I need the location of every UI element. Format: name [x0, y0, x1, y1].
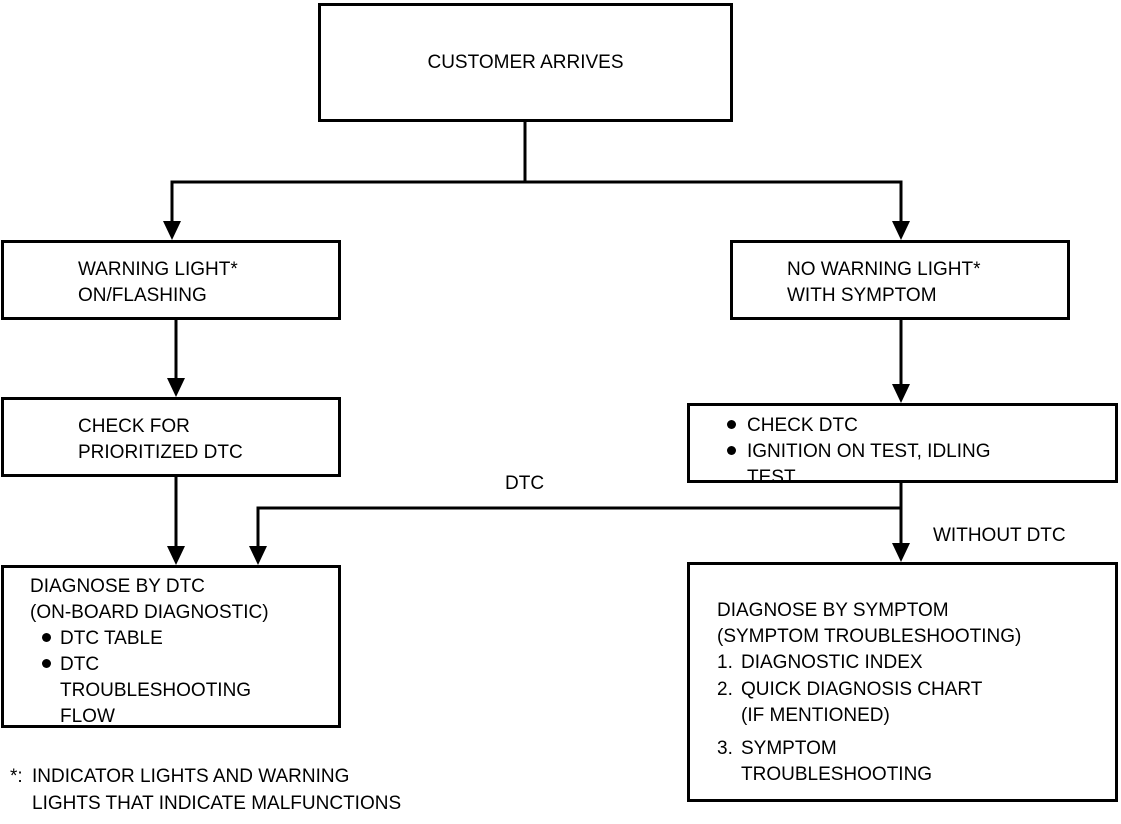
item-2-line1: QUICK DIAGNOSIS CHART [741, 679, 983, 700]
edge-check-to-diagnose-dtc-arrowhead [167, 546, 185, 565]
item-2-number: 2. [717, 679, 733, 700]
footnote-line1: INDICATOR LIGHTS AND WARNING [32, 766, 350, 787]
node-warning-light-line2: ON/FLASHING [78, 285, 207, 306]
edge-no-warning-to-checkdtc-arrowhead [892, 384, 910, 403]
check-dtc-bullet-2: IGNITION ON TEST, IDLING TEST [727, 439, 1109, 491]
footnote-line2: LIGHTS THAT INDICATE MALFUNCTIONS [32, 793, 402, 814]
node-check-prioritized-dtc-line2: PRIORITIZED DTC [78, 442, 243, 463]
node-check-prioritized-dtc-line1: CHECK FOR [78, 416, 190, 437]
diagnose-by-symptom-title-line1: DIAGNOSE BY SYMPTOM [717, 600, 949, 621]
node-check-dtc: CHECK DTC IGNITION ON TEST, IDLING TEST [687, 403, 1118, 488]
diagnose-by-dtc-title-line2: (ON-BOARD DIAGNOSTIC) [30, 602, 269, 623]
node-check-prioritized-dtc: CHECK FOR PRIORITIZED DTC [1, 397, 341, 477]
diagnose-by-symptom-title-line2: (SYMPTOM TROUBLESHOOTING) [717, 626, 1022, 647]
item-2-line2: (IF MENTIONED) [741, 705, 890, 726]
diagnose-by-dtc-title-line1: DIAGNOSE BY DTC [30, 576, 205, 597]
footnote-asterisk: *: [10, 766, 23, 787]
item-1-number: 1. [717, 652, 733, 673]
edge-label-without-dtc: WITHOUT DTC [933, 525, 1066, 546]
diagnose-by-dtc-bullet-1: DTC TABLE [42, 626, 332, 652]
diagnose-by-dtc-bullet-2-line2: TROUBLESHOOTING [60, 680, 252, 701]
edge-to-no-warning-light-arrowhead [892, 221, 910, 240]
node-customer-arrives-label: CUSTOMER ARRIVES [427, 51, 624, 73]
diagnose-by-dtc-bullet-1-line1: DTC TABLE [60, 628, 163, 649]
edge-dtc-branch-arrowhead [249, 546, 267, 565]
check-dtc-bullet-1: CHECK DTC [727, 413, 1109, 439]
node-no-warning-light-line2: WITH SYMPTOM [787, 285, 937, 306]
item-3-number: 3. [717, 738, 733, 759]
diagnose-by-dtc-bullet-2-line1: DTC [60, 654, 100, 675]
diagnose-by-symptom-item-1: 1. DIAGNOSTIC INDEX [717, 650, 1109, 676]
bullet-icon [42, 659, 51, 668]
check-dtc-bullet-1-line1: CHECK DTC [747, 415, 858, 436]
check-dtc-bullet-2-line2: TEST [747, 467, 796, 488]
bullet-icon [42, 633, 51, 642]
diagnose-by-dtc-bullet-2: DTC TROUBLESHOOTING FLOW [42, 652, 332, 730]
item-1-line1: DIAGNOSTIC INDEX [741, 652, 923, 673]
diagnose-by-symptom-item-2: 2. QUICK DIAGNOSIS CHART (IF MENTIONED) [717, 677, 1109, 729]
edge-warning-to-check-arrowhead [167, 378, 185, 397]
bullet-icon [727, 420, 736, 429]
node-diagnose-by-symptom: DIAGNOSE BY SYMPTOM (SYMPTOM TROUBLESHOO… [687, 562, 1118, 802]
item-3-line1: SYMPTOM [741, 738, 837, 759]
edge-to-warning-light-arrowhead [163, 221, 181, 240]
diagnose-by-dtc-bullet-2-line3: FLOW [60, 706, 115, 727]
bullet-icon [727, 446, 736, 455]
node-no-warning-light: NO WARNING LIGHT* WITH SYMPTOM [730, 240, 1070, 320]
node-diagnose-by-dtc: DIAGNOSE BY DTC (ON-BOARD DIAGNOSTIC) DT… [1, 565, 341, 728]
diagnose-by-symptom-item-3: 3. SYMPTOM TROUBLESHOOTING [717, 736, 1109, 788]
node-warning-light-line1: WARNING LIGHT* [78, 259, 238, 280]
node-warning-light: WARNING LIGHT* ON/FLASHING [1, 240, 341, 320]
check-dtc-bullet-2-line1: IGNITION ON TEST, IDLING [747, 441, 991, 462]
node-customer-arrives: CUSTOMER ARRIVES [318, 3, 733, 122]
node-no-warning-light-line1: NO WARNING LIGHT* [787, 259, 981, 280]
item-3-line2: TROUBLESHOOTING [741, 764, 933, 785]
edge-label-dtc: DTC [505, 473, 545, 494]
edge-checkdtc-to-symptom-arrowhead [892, 543, 910, 562]
footnote: *: INDICATOR LIGHTS AND WARNING LIGHTS T… [10, 763, 401, 817]
